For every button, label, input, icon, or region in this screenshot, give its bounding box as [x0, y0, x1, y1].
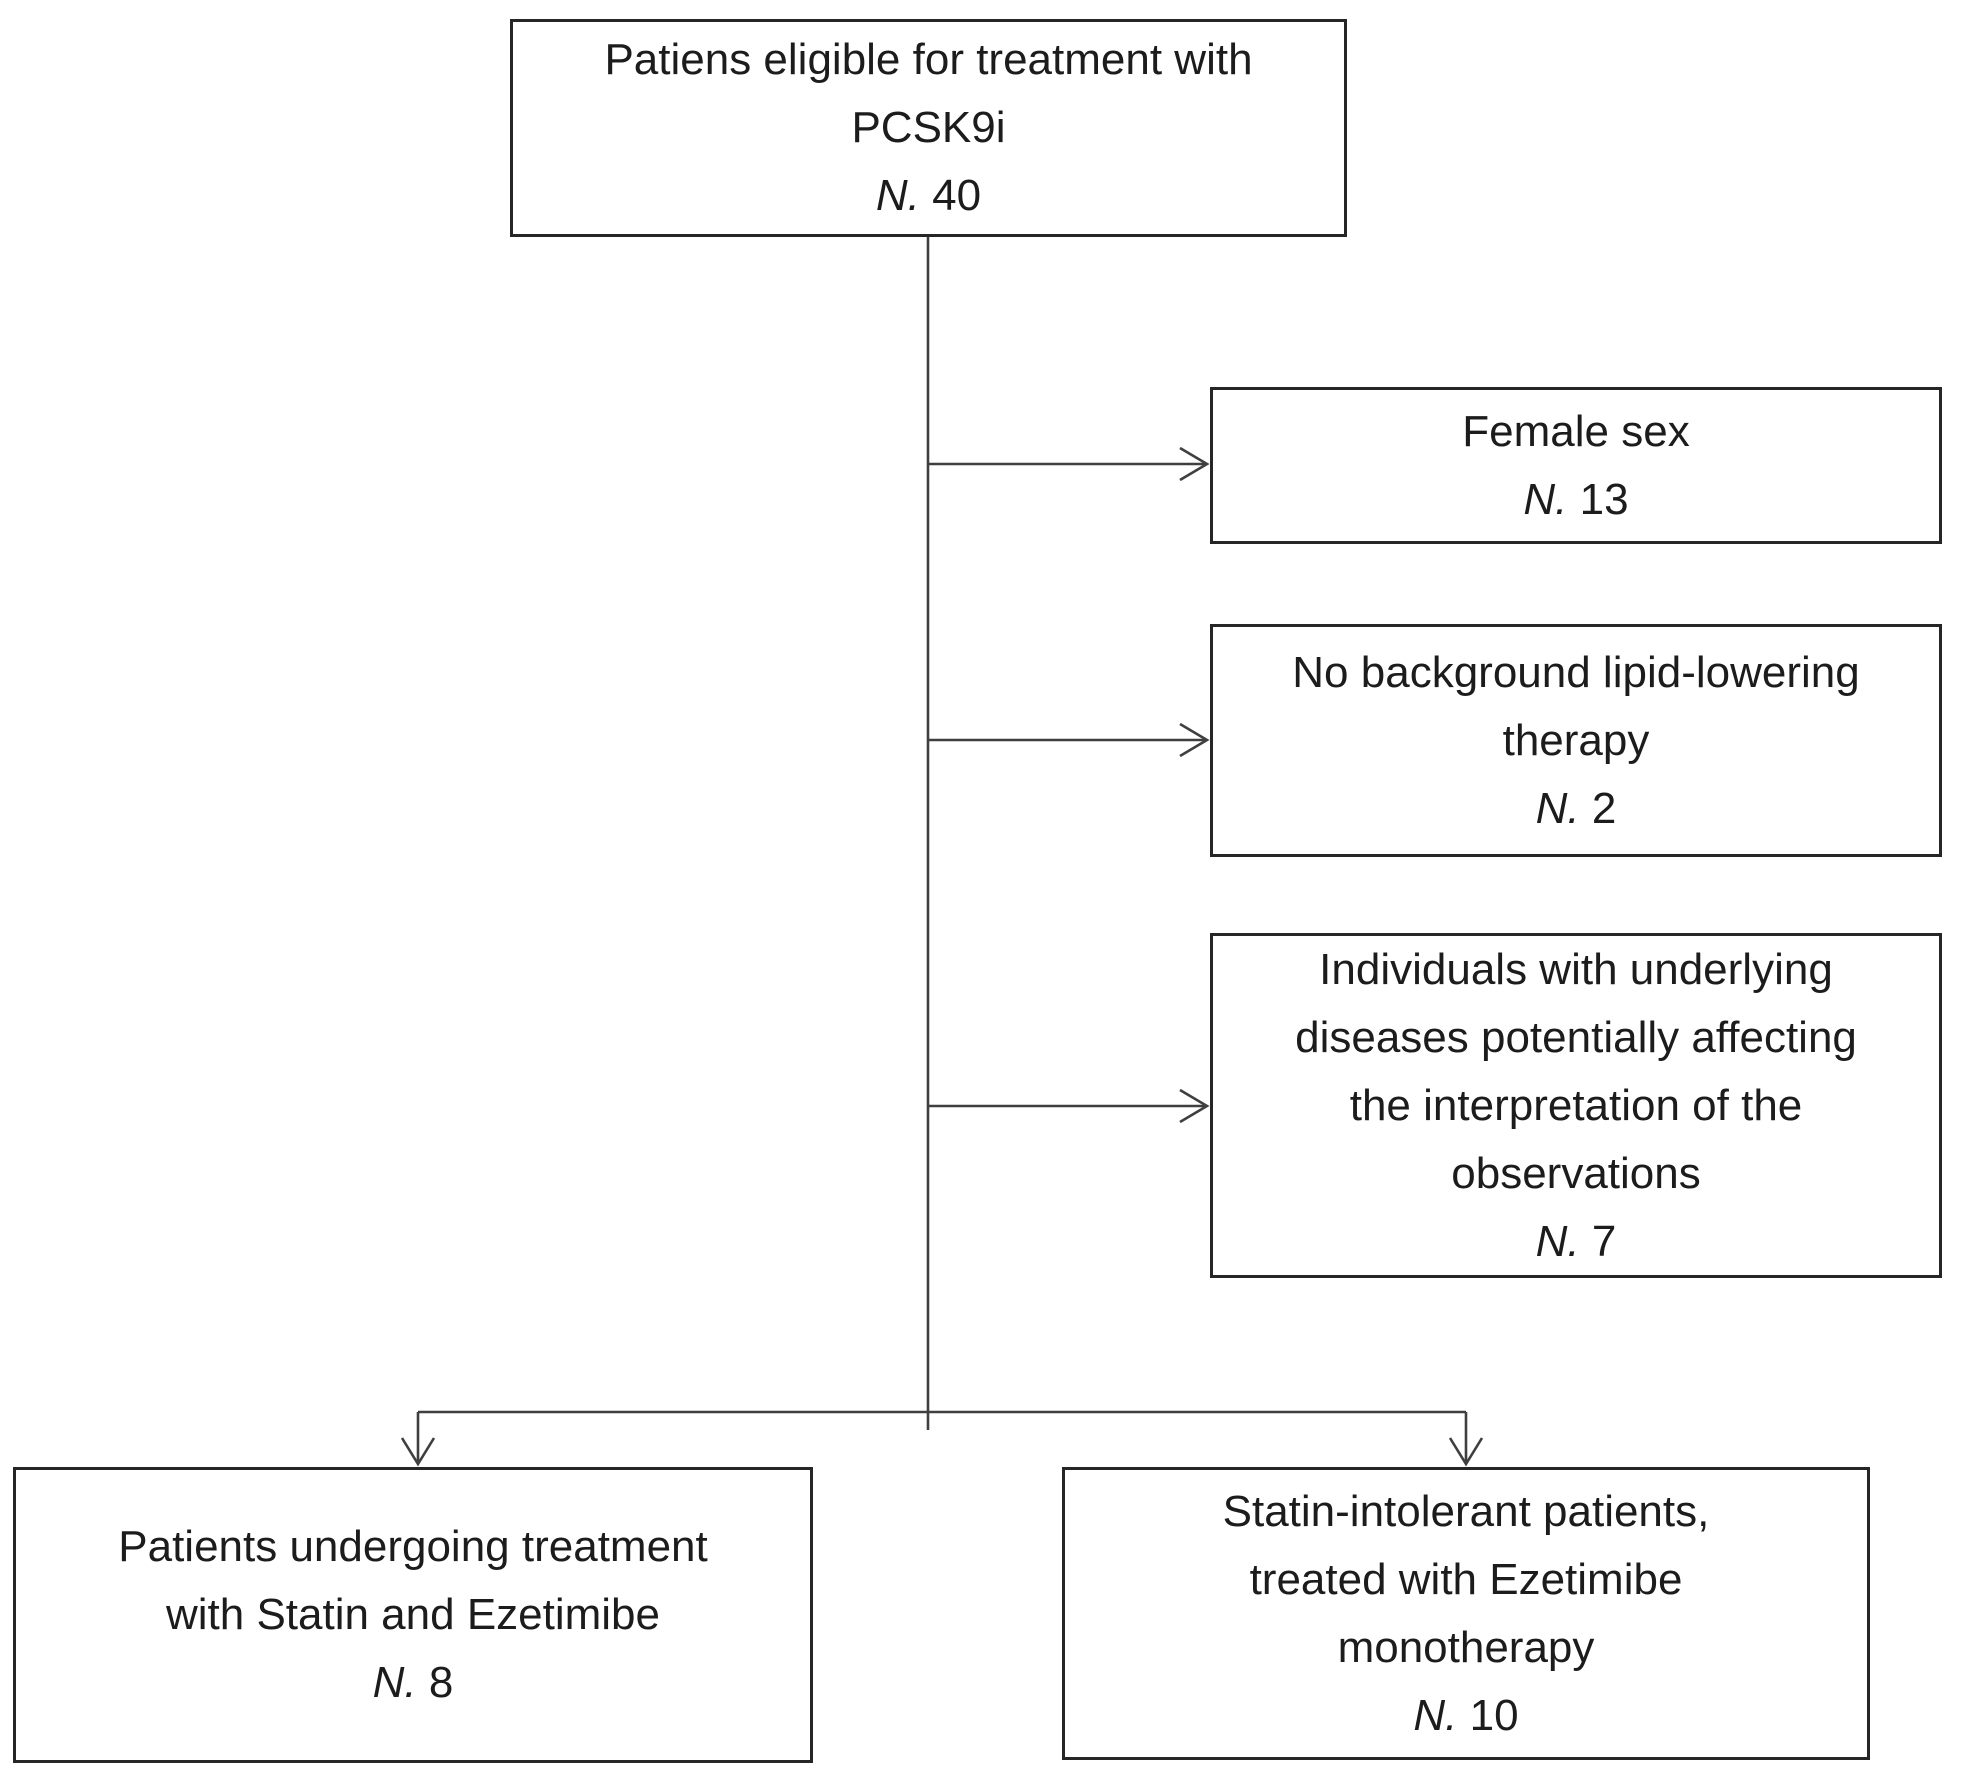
- count-value: 10: [1469, 1690, 1519, 1740]
- box-count-line: N.7: [1536, 1208, 1617, 1276]
- box-text-line: PCSK9i: [851, 103, 1006, 152]
- count-value: 40: [932, 171, 982, 220]
- box-ezetimibe-monotherapy: Statin-intolerant patients, treated with…: [1062, 1467, 1870, 1760]
- box-text-line: Patiens eligible for treatment with: [604, 35, 1253, 84]
- box-female-sex: Female sex N.13: [1210, 387, 1942, 544]
- box-text-line: Female sex: [1462, 406, 1690, 456]
- box-eligible-pcsk9i: Patiens eligible for treatment with PCSK…: [510, 19, 1347, 237]
- box-no-background-therapy: No background lipid-lowering therapy N.2: [1210, 624, 1942, 857]
- n-label: N.: [1413, 1690, 1458, 1740]
- box-underlying-diseases: Individuals with underlying diseases pot…: [1210, 933, 1942, 1278]
- box-text-line: treated with Ezetimibe: [1249, 1554, 1683, 1604]
- arrowhead-underlying-icon: [1179, 1088, 1210, 1124]
- box-text-line: the interpretation of the: [1349, 1080, 1803, 1130]
- box-count-line: N.40: [876, 162, 981, 230]
- n-label: N.: [875, 171, 920, 220]
- n-label: N.: [372, 1658, 417, 1707]
- box-text-line: Statin-intolerant patients,: [1222, 1486, 1710, 1536]
- box-text-line: therapy: [1502, 715, 1650, 765]
- box-text-line: Patients undergoing treatment: [118, 1522, 708, 1571]
- n-label: N.: [1535, 783, 1580, 833]
- box-count-line: N.8: [373, 1649, 454, 1717]
- count-value: 7: [1591, 1216, 1617, 1266]
- box-count-line: N.13: [1523, 466, 1628, 534]
- arrowhead-left-branch-icon: [400, 1437, 436, 1467]
- box-text-line: observations: [1451, 1148, 1701, 1198]
- box-text-line: Individuals with underlying: [1319, 944, 1833, 994]
- arrowhead-no-background-icon: [1179, 722, 1210, 758]
- arrowhead-female-sex-icon: [1179, 446, 1210, 482]
- box-text-line: diseases potentially affecting: [1295, 1012, 1857, 1062]
- box-text-line: with Statin and Ezetimibe: [165, 1590, 661, 1639]
- arrowhead-right-branch-icon: [1448, 1437, 1484, 1467]
- count-value: 13: [1579, 474, 1629, 524]
- box-count-line: N.2: [1536, 775, 1617, 843]
- count-value: 2: [1591, 783, 1617, 833]
- box-statin-ezetimibe: Patients undergoing treatment with Stati…: [13, 1467, 813, 1763]
- count-value: 8: [428, 1658, 454, 1707]
- box-text-line: monotherapy: [1337, 1622, 1595, 1672]
- n-label: N.: [1523, 474, 1568, 524]
- box-text-line: No background lipid-lowering: [1292, 647, 1860, 697]
- n-label: N.: [1535, 1216, 1580, 1266]
- box-count-line: N.10: [1413, 1682, 1518, 1750]
